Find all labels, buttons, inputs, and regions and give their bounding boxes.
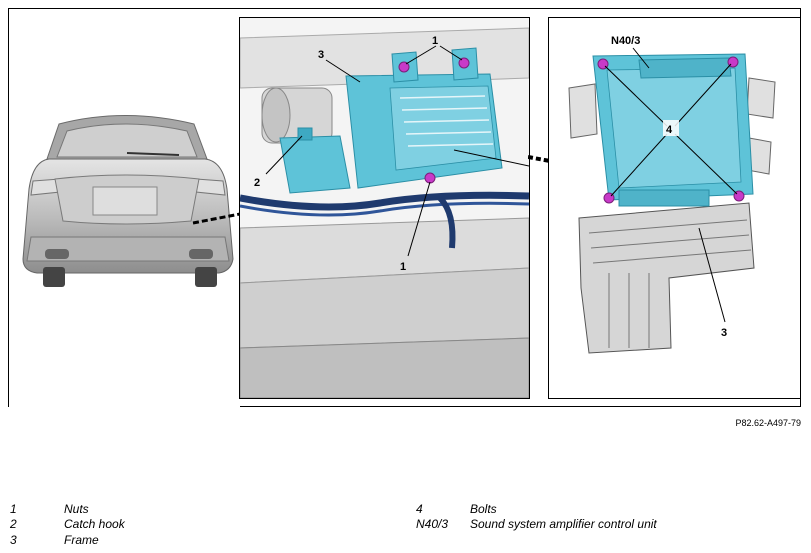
callout-1-top: 1: [432, 35, 438, 47]
car-rear-illustration: [22, 115, 240, 287]
callout-3-unit: 3: [721, 327, 727, 339]
amplifier-unit-illustration: 4 N40/3 3: [568, 35, 776, 354]
callout-2: 2: [254, 177, 260, 189]
installation-detail-illustration: 1 3 2 1: [240, 18, 529, 398]
legend-label: Sound system amplifier control unit: [470, 517, 657, 531]
callout-1-bottom: 1: [400, 261, 406, 273]
legend-label: Catch hook: [64, 517, 125, 531]
diagram-frame: 1 3 2 1: [8, 8, 801, 407]
legend-key: N40/3: [416, 517, 449, 531]
panel-connector: [528, 155, 550, 163]
car-rear-view-panel: [9, 9, 240, 407]
installation-detail-panel: 1 3 2 1: [239, 17, 530, 399]
figure-reference: P82.62-A497-79: [735, 418, 801, 428]
callout-n40-3: N40/3: [611, 35, 640, 47]
callout-3-detail: 3: [318, 49, 324, 61]
legend-key: 3: [10, 533, 17, 547]
callout-4: 4: [666, 124, 673, 136]
legend-label: Frame: [64, 533, 99, 547]
legend-key: 4: [416, 502, 423, 516]
amplifier-unit-panel: 4 N40/3 3: [548, 17, 801, 399]
legend-label: Nuts: [64, 502, 89, 516]
legend-key: 1: [10, 502, 17, 516]
legend-key: 2: [10, 517, 17, 531]
legend-label: Bolts: [470, 502, 497, 516]
